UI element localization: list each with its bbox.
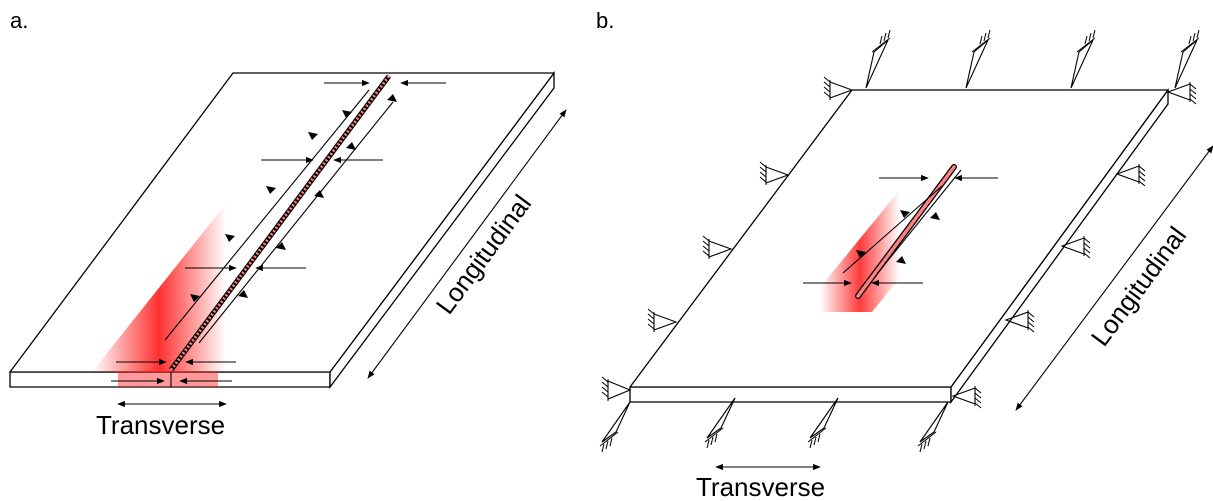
fixed-support-icon	[704, 397, 736, 449]
heat-zone-b	[800, 150, 1010, 312]
panel-b-label: b.	[596, 8, 614, 33]
shear-arrowhead-icon	[225, 234, 235, 242]
shear-arrowhead-icon	[190, 294, 200, 302]
panel-b: b.	[596, 8, 1213, 501]
shear-arrowhead-icon	[900, 210, 910, 218]
shear-arrowhead-icon	[896, 256, 906, 264]
fixed-support-icon	[965, 29, 991, 89]
weld-bead-b	[855, 164, 957, 299]
fixed-support-icon	[647, 308, 678, 332]
transverse-arrows-b	[803, 174, 998, 287]
plate-b-front-edge	[629, 386, 952, 403]
fixed-support-icon	[1070, 29, 1096, 89]
longitudinal-label-b: Longitudinal	[1085, 221, 1193, 352]
shear-arrowhead-icon	[342, 110, 352, 118]
fixed-support-icon	[917, 401, 949, 453]
longitudinal-dimension-arrow-a	[367, 109, 567, 379]
fixed-support-icon	[599, 401, 631, 453]
fixed-support-icon	[601, 376, 632, 401]
fixed-support-icon	[702, 235, 733, 259]
fixed-support-icon	[823, 76, 854, 100]
weld-bead-a	[168, 74, 392, 372]
fixed-support-icon	[865, 29, 891, 89]
fixed-support-icon	[759, 161, 790, 185]
panel-a-label: a.	[10, 8, 28, 33]
shear-arrowhead-icon	[266, 186, 276, 194]
longitudinal-shear-b	[842, 169, 962, 275]
shear-arrowhead-icon	[856, 250, 866, 258]
fixed-support-icon	[807, 397, 839, 449]
fixed-support-icon	[1174, 29, 1200, 89]
panel-a: a.	[9, 8, 567, 440]
fixed-support-icon	[951, 386, 982, 409]
longitudinal-shear-a	[164, 89, 397, 344]
shear-arrowhead-icon	[238, 290, 248, 298]
shear-arrowhead-icon	[308, 132, 318, 140]
shear-arrowhead-icon	[276, 242, 286, 250]
shear-arrowhead-icon	[346, 142, 356, 150]
shear-arrowhead-icon	[930, 212, 940, 220]
shear-arrowhead-icon	[314, 190, 324, 198]
fixed-support-icon	[1166, 82, 1197, 105]
transverse-label-b: Transverse	[696, 472, 825, 501]
heat-zone-a-edge	[118, 372, 218, 387]
shear-arrowhead-icon	[387, 94, 397, 102]
longitudinal-dimension-arrow-b	[1015, 145, 1213, 411]
transverse-label-a: Transverse	[96, 410, 225, 440]
